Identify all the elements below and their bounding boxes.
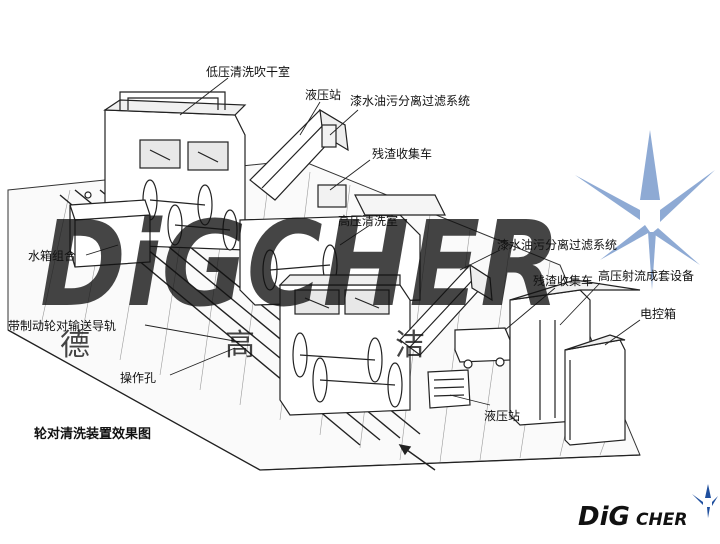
lower-cleaning-room [278,274,411,416]
label-hydraulic-station-top: 液压站 [305,87,341,102]
label-rail: 带制动轮对输送导轨 [8,318,116,333]
label-water-tank: 水箱组合 [28,248,76,263]
logo-cher: CHER [636,510,687,530]
watermark-cn-2: 高 [225,328,255,363]
diagram-caption: 轮对清洗装置效果图 [34,426,151,442]
brand-logo: DiG CHER [578,484,718,532]
label-hp-jet-equipment: 高压射流成套设备 [598,268,694,283]
water-tank [69,191,151,268]
label-oil-separator-right: 漆水油污分离过滤系统 [497,237,617,252]
labels: 低压清洗吹干室 液压站 漆水油污分离过滤系统 残渣收集车 高压清洗室 水箱组合 … [8,64,694,442]
label-residue-cart-right: 残渣收集车 [533,273,593,288]
top-conveyor-separator [249,108,349,208]
label-oil-separator-top: 漆水油污分离过滤系统 [350,93,470,108]
logo-di: DiG [578,502,630,532]
label-low-pressure-room: 低压清洗吹干室 [206,64,290,79]
watermark: DiGCHER 德 高 洁 [40,130,715,363]
label-control-box: 电控箱 [640,306,676,321]
leader-lines [85,77,641,406]
direction-arrow [398,444,436,471]
watermark-cn-1: 德 [60,328,90,363]
logo-sparkle-icon [692,484,718,518]
hydraulic-station-bottom-unit [427,369,471,409]
watermark-sparkle-icon [575,130,715,290]
control-box-unit [564,334,626,446]
label-operation-hole: 操作孔 [120,370,156,385]
watermark-cn-3: 洁 [395,328,425,363]
right-conveyor-separator [399,263,493,356]
label-residue-cart-top: 残渣收集车 [372,146,432,161]
label-high-pressure-room: 高压清洗室 [338,213,398,228]
watermark-brand: DiGCHER [40,195,560,333]
label-hydraulic-station-bottom: 液压站 [484,408,520,423]
